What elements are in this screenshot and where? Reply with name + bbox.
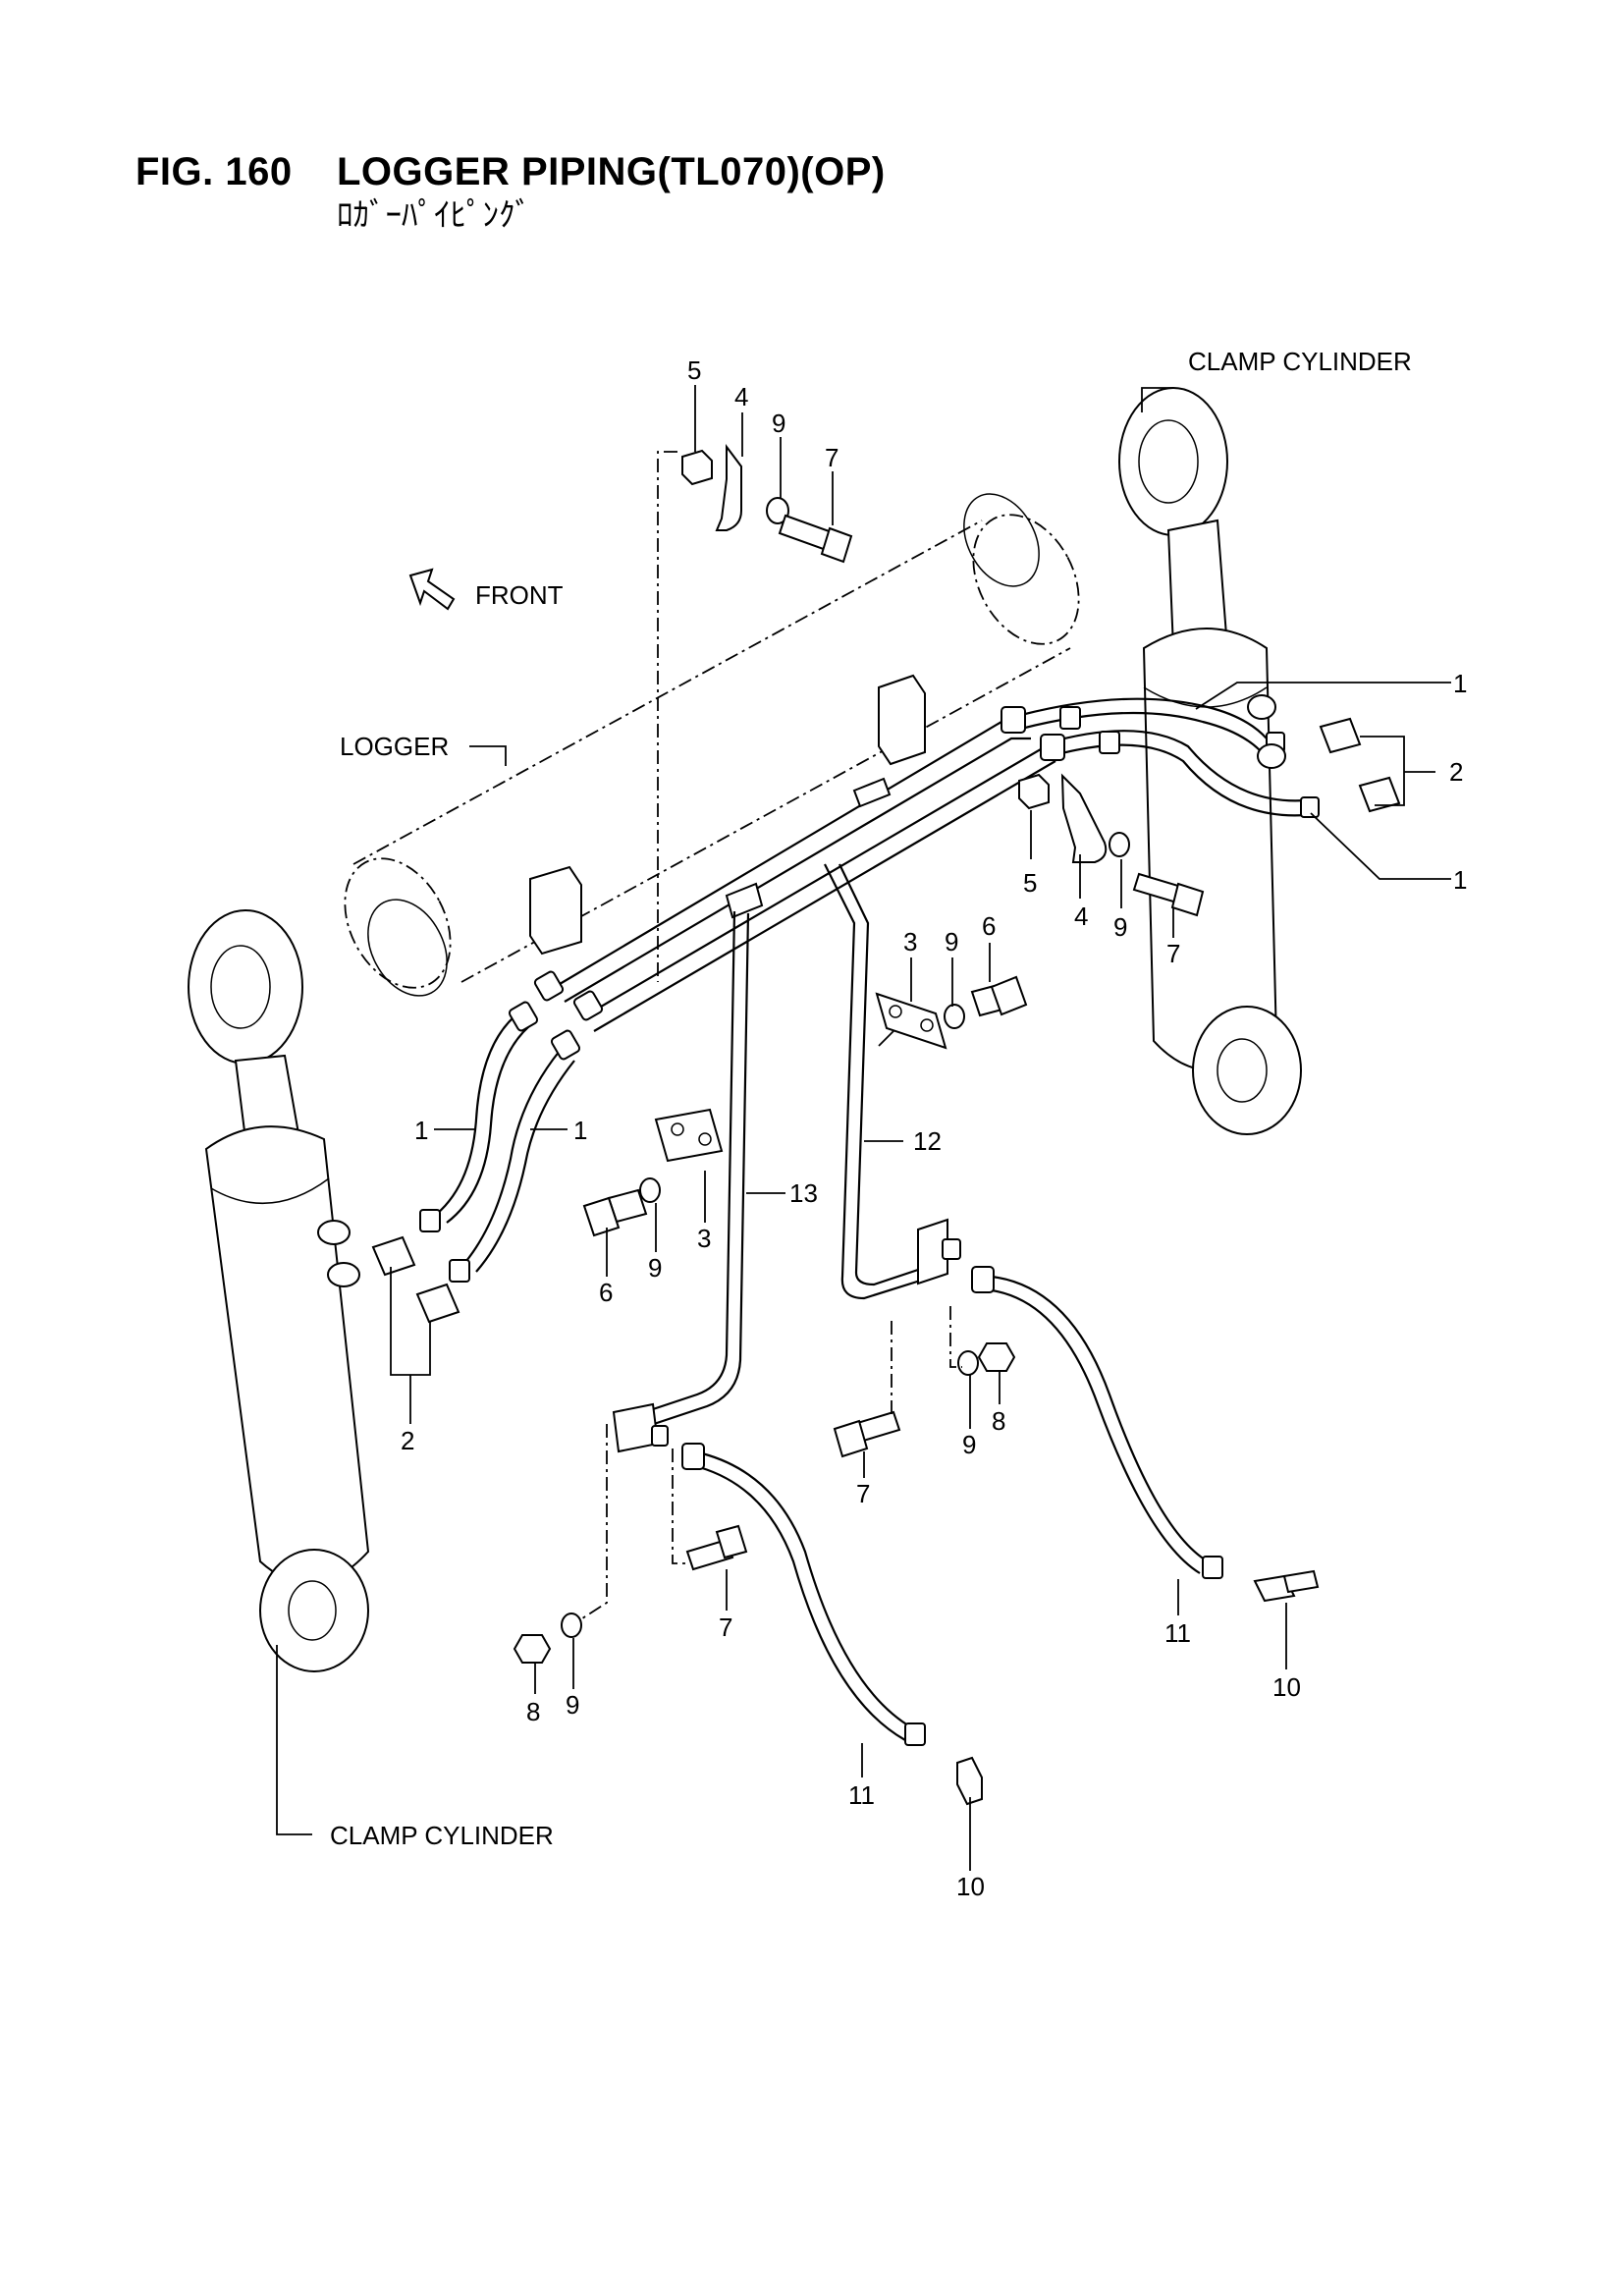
callout: 7 <box>1166 939 1180 968</box>
diagram-labels: CLAMP CYLINDER CLAMP CYLINDER FRONT LOGG… <box>330 347 1412 1850</box>
callout: 5 <box>1023 868 1037 898</box>
leader-lines <box>276 385 1451 1871</box>
callout: 9 <box>945 927 958 957</box>
callout: 7 <box>825 443 839 472</box>
callout: 10 <box>956 1872 985 1901</box>
callout: 9 <box>962 1430 976 1459</box>
callout: 9 <box>772 409 785 438</box>
callout: 9 <box>566 1690 579 1720</box>
callout: 1 <box>1453 669 1467 698</box>
figure-title: LOGGER PIPING(TL070)(OP) <box>337 150 886 193</box>
figure-number: FIG. 160 <box>135 150 293 193</box>
left-clamp-cylinder <box>188 909 370 1672</box>
label-clamp-cylinder-bottom: CLAMP CYLINDER <box>330 1821 554 1850</box>
callout: 13 <box>789 1178 818 1208</box>
callout: 12 <box>913 1126 942 1156</box>
callout: 8 <box>526 1697 540 1726</box>
label-clamp-cylinder-top: CLAMP CYLINDER <box>1188 347 1412 376</box>
callout: 9 <box>1113 912 1127 942</box>
part-callouts: 5 4 9 7 1 2 1 5 4 9 7 3 9 6 12 1 1 13 3 … <box>401 355 1467 1901</box>
callout: 6 <box>982 911 996 941</box>
figure-subtitle: ﾛｶﾞｰﾊﾟｲﾋﾟﾝｸﾞ <box>337 196 531 233</box>
callout: 2 <box>1449 757 1463 787</box>
logger-beam-outline <box>344 451 1080 997</box>
front-arrow-icon <box>408 568 456 611</box>
callout: 10 <box>1272 1672 1301 1702</box>
upper-steel-tubes <box>554 720 1056 1032</box>
left-hoses <box>371 970 604 1324</box>
callout: 3 <box>697 1224 711 1253</box>
callout: 2 <box>401 1426 414 1455</box>
right-hoses <box>1001 694 1401 818</box>
label-front: FRONT <box>475 580 564 610</box>
figure-header: FIG. 160 LOGGER PIPING(TL070)(OP) ﾛｶﾞｰﾊﾟｲ… <box>135 149 886 236</box>
callout: 4 <box>734 382 748 411</box>
callout: 5 <box>687 355 701 385</box>
hoses-11-and-elbows-10 <box>681 1266 1320 1806</box>
callout: 1 <box>414 1116 428 1145</box>
clamps-and-fasteners <box>513 444 1205 1664</box>
callout: 3 <box>903 927 917 957</box>
callout: 4 <box>1074 902 1088 931</box>
callout: 8 <box>992 1406 1005 1436</box>
callout: 11 <box>848 1780 875 1810</box>
callout: 7 <box>856 1479 870 1508</box>
callout: 9 <box>648 1253 662 1283</box>
callout: 1 <box>573 1116 587 1145</box>
label-logger: LOGGER <box>340 732 449 761</box>
callout: 1 <box>1453 865 1467 895</box>
steel-tubes-12-13 <box>637 863 934 1428</box>
callout: 6 <box>599 1278 613 1307</box>
callout: 7 <box>719 1613 732 1642</box>
callout: 11 <box>1164 1618 1191 1648</box>
figure-title-line: FIG. 160 LOGGER PIPING(TL070)(OP) <box>135 149 886 194</box>
